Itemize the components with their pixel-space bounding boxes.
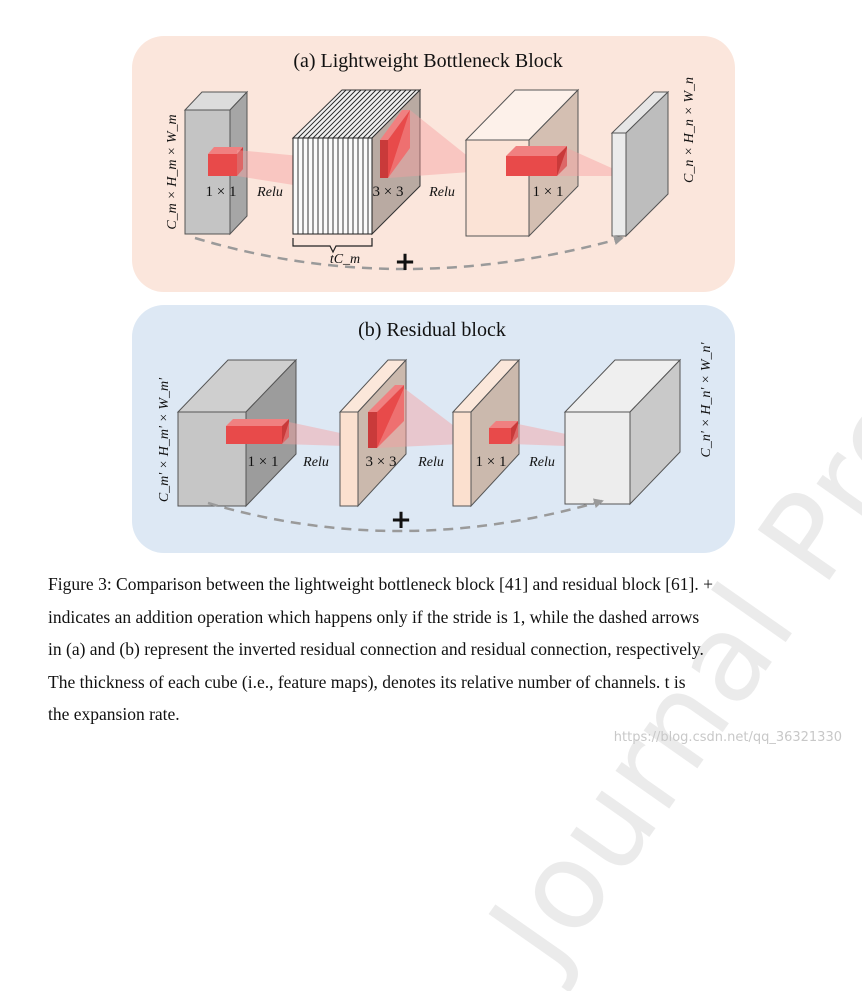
- panel-b-skip-arrow: [207, 498, 604, 533]
- panel-b-title: (b) Residual block: [358, 319, 506, 341]
- caption-line-3: in (a) and (b) represent the inverted re…: [48, 639, 704, 659]
- panel-b-output-cube: [563, 358, 682, 506]
- panel-a-plus-sign: +: [394, 247, 416, 277]
- panel-b-input-cube: [176, 358, 298, 508]
- panel-b-input-dims: C_m' × H_m' × W_m': [157, 377, 172, 502]
- panel-b-plus-sign: +: [390, 505, 412, 535]
- panel-a-projection-3: [557, 148, 616, 176]
- panel-b-act3-label: Relu: [528, 455, 555, 470]
- panel-a-conv2-label: 3 × 3: [373, 184, 404, 200]
- panel-a-expanded-cube: [291, 88, 422, 236]
- panel-a-output-dims: C_n × H_n × W_n: [682, 77, 697, 183]
- panel-b-projection-1: [282, 422, 345, 446]
- panel-a-brace-label: tC_m: [330, 252, 360, 267]
- panel-b-conv3-label: 1 × 1: [476, 454, 507, 470]
- panel-b-projection-2: [377, 388, 462, 448]
- panel-b: (b) Residual block 1 × 1 Relu 3 × 3 Relu: [132, 305, 735, 553]
- panel-a-projection-1: [237, 150, 300, 186]
- panel-b-conv-cube: [338, 358, 408, 508]
- figure-caption: Figure 3: Comparison between the lightwe…: [48, 568, 843, 731]
- panel-a: (a) Lightweight Bottleneck Block 1 × 1 R…: [132, 36, 735, 292]
- panel-a-background: [132, 36, 735, 292]
- panel-a-conv3-label: 1 × 1: [533, 184, 564, 200]
- panel-b-conv1-label: 1 × 1: [248, 454, 279, 470]
- panel-a-input-dims: C_m × H_m × W_m: [165, 114, 180, 229]
- panel-b-conv3-cube: [451, 358, 521, 508]
- panel-b-act1-label: Relu: [302, 455, 329, 470]
- caption-line-4: The thickness of each cube (i.e., featur…: [48, 671, 686, 692]
- panel-a-projection-cube: [464, 88, 580, 238]
- panel-a-conv1-label: 1 × 1: [206, 184, 237, 200]
- panel-a-title: (a) Lightweight Bottleneck Block: [293, 50, 562, 72]
- panel-a-brace: [292, 238, 373, 254]
- panel-b-output-dims: C_n' × H_n' × W_n': [699, 342, 714, 458]
- panel-a-skip-arrow: [194, 235, 624, 271]
- diagram-canvas: (a) Lightweight Bottleneck Block 1 × 1 R…: [132, 36, 735, 553]
- caption-line-2: indicates an addition operation which ha…: [48, 606, 700, 627]
- panel-a-projection-2: [388, 110, 470, 178]
- panel-a-input-cube: [183, 90, 249, 236]
- panel-a-act2-label: Relu: [428, 185, 455, 200]
- panel-b-act2-label: Relu: [417, 455, 444, 470]
- panel-b-projection-3: [511, 424, 566, 446]
- caption-line-5: the expansion rate.: [48, 704, 180, 724]
- caption-line-1: Figure 3: Comparison between the lightwe…: [48, 574, 713, 594]
- panel-b-conv2-label: 3 × 3: [366, 454, 397, 470]
- panel-a-output-cube: [610, 90, 670, 238]
- panel-a-act1-label: Relu: [256, 185, 283, 200]
- source-credit: https://blog.csdn.net/qq_36321330: [613, 730, 842, 745]
